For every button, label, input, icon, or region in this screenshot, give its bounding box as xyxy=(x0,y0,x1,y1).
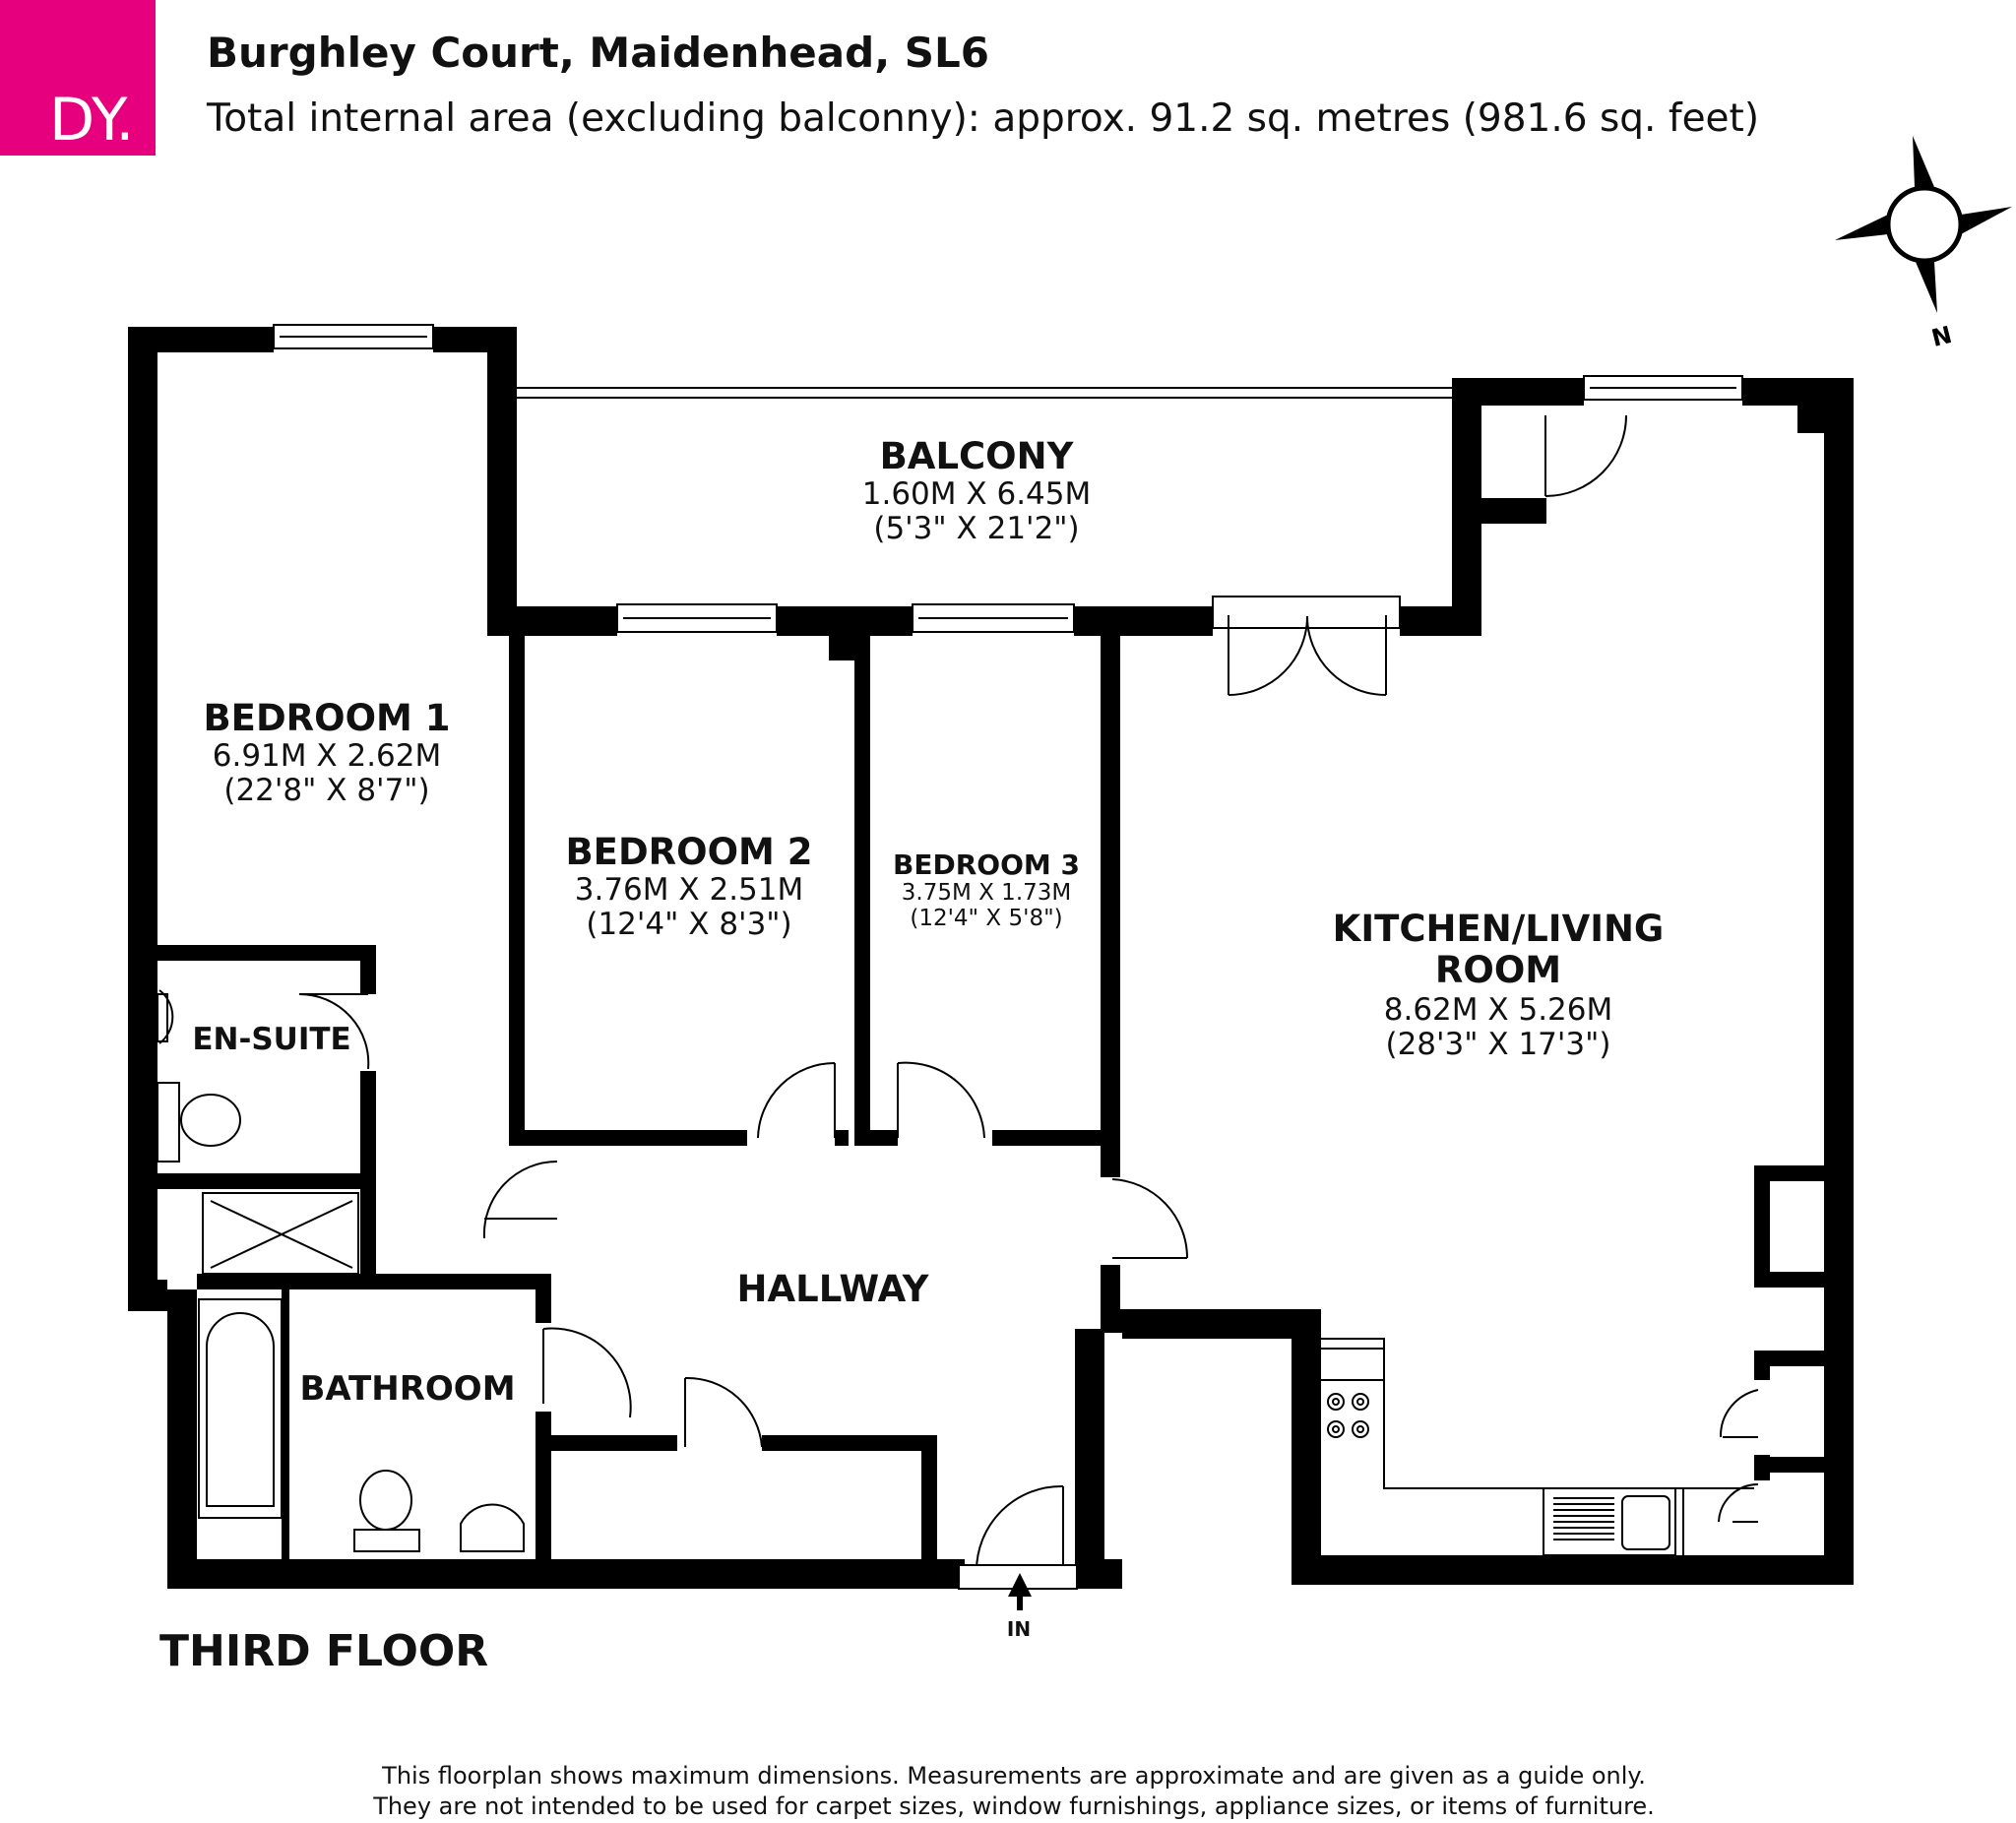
floor-label: THIRD FLOOR xyxy=(159,1626,488,1676)
bedroom1-name: BEDROOM 1 xyxy=(203,697,450,739)
kitchen-name-line1: KITCHEN/LIVING xyxy=(1333,908,1665,950)
windows xyxy=(273,324,1743,633)
fixtures xyxy=(157,989,1754,1556)
entrance-threshold xyxy=(958,1564,1078,1610)
kitchen-dim-imperial: (28'3" X 17'3") xyxy=(1385,1027,1610,1062)
bathroom-name: BATHROOM xyxy=(299,1369,515,1409)
kitchen-dim-metric: 8.62M X 5.26M xyxy=(1384,992,1613,1028)
kitchen-name-line2: ROOM xyxy=(1435,949,1561,991)
bedroom1-dim-imperial: (22'8" X 8'7") xyxy=(223,773,429,808)
logo-text: DY. xyxy=(49,86,134,155)
brand-logo xyxy=(0,0,156,156)
doors xyxy=(298,414,1759,1572)
balcony-name: BALCONY xyxy=(880,435,1075,477)
bedroom1-dim-metric: 6.91M X 2.62M xyxy=(213,738,442,774)
balcony-railing xyxy=(517,387,1452,399)
area-summary: Total internal area (excluding balconny)… xyxy=(206,96,1759,141)
toilet-icon xyxy=(359,1470,412,1531)
shower-tray-icon xyxy=(202,1192,359,1275)
bath-icon xyxy=(198,1298,283,1519)
north-label: N xyxy=(1928,321,1954,352)
entrance-label: IN xyxy=(1007,1617,1031,1641)
ensuite-name: EN-SUITE xyxy=(192,1022,350,1057)
bedroom2-dim-metric: 3.76M X 2.51M xyxy=(575,872,804,908)
bedroom3-dim-metric: 3.75M X 1.73M xyxy=(902,880,1072,906)
bedroom2-dim-imperial: (12'4" X 8'3") xyxy=(586,907,791,942)
compass-icon: N xyxy=(1835,136,2012,352)
bedroom3-dim-imperial: (12'4" X 5'8") xyxy=(910,906,1062,931)
room-labels: BALCONY 1.60M X 6.45M (5'3" X 21'2") BED… xyxy=(159,435,1664,1676)
bedroom3-name: BEDROOM 3 xyxy=(893,849,1080,881)
property-title: Burghley Court, Maidenhead, SL6 xyxy=(207,29,989,77)
ensuite-basin-icon xyxy=(158,989,174,1044)
hallway-name: HALLWAY xyxy=(737,1268,930,1310)
balcony-dim-metric: 1.60M X 6.45M xyxy=(862,476,1092,512)
hob-icon xyxy=(1327,1393,1369,1438)
kitchen-sink-icon xyxy=(1543,1487,1676,1556)
balcony-dim-imperial: (5'3" X 21'2") xyxy=(873,511,1079,546)
kitchen-counter xyxy=(1319,1338,1754,1489)
disclaimer-line-2: They are not intended to be used for car… xyxy=(372,1792,1655,1820)
walls xyxy=(128,327,1854,1589)
bedroom2-name: BEDROOM 2 xyxy=(565,831,812,873)
disclaimer-line-1: This floorplan shows maximum dimensions.… xyxy=(381,1762,1646,1790)
basin-icon xyxy=(460,1503,525,1552)
ensuite-toilet-icon xyxy=(157,1082,180,1163)
